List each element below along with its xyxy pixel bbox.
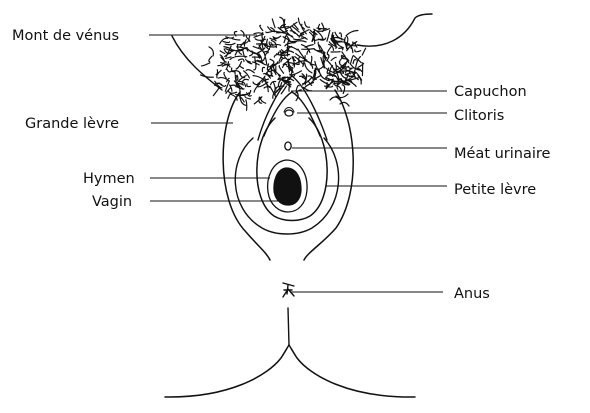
labia-majora-inner-fold: [234, 137, 340, 235]
label-petite-levre: Petite lèvre: [454, 182, 536, 198]
urethral-opening: [284, 141, 292, 151]
clitoral-hood: [257, 75, 328, 141]
label-vagin: Vagin: [92, 194, 132, 210]
pubic-hair: [200, 16, 367, 111]
left-buttock-curve: [164, 344, 290, 398]
label-capuchon: Capuchon: [454, 84, 527, 100]
label-anus: Anus: [454, 286, 490, 302]
labia-majora-outline: [222, 89, 354, 261]
vaginal-opening: [273, 167, 302, 206]
clitoris-tip: [283, 106, 295, 113]
left-thigh-curve: [171, 35, 223, 91]
right-thigh-curve: [356, 13, 433, 47]
labels: Mont de vénus Grande lèvre Hymen Vagin C…: [12, 28, 551, 302]
anus-shape: [282, 282, 295, 298]
clitoris-shape: [284, 109, 294, 117]
leader-lines: [149, 34, 447, 293]
labia-minora: [256, 117, 328, 222]
right-buttock-curve: [288, 344, 416, 398]
gluteal-cleft: [287, 307, 290, 346]
label-grande-levre: Grande lèvre: [25, 116, 119, 132]
label-meat-urinaire: Méat urinaire: [454, 146, 551, 162]
label-mont-de-venus: Mont de vénus: [12, 28, 119, 44]
hymen-ring: [266, 159, 308, 213]
drawing: [164, 13, 433, 398]
label-clitoris: Clitoris: [454, 108, 504, 124]
label-hymen: Hymen: [83, 171, 135, 187]
stray-hair-strokes: [329, 93, 350, 107]
pubic-hair-strokes: [200, 16, 367, 111]
